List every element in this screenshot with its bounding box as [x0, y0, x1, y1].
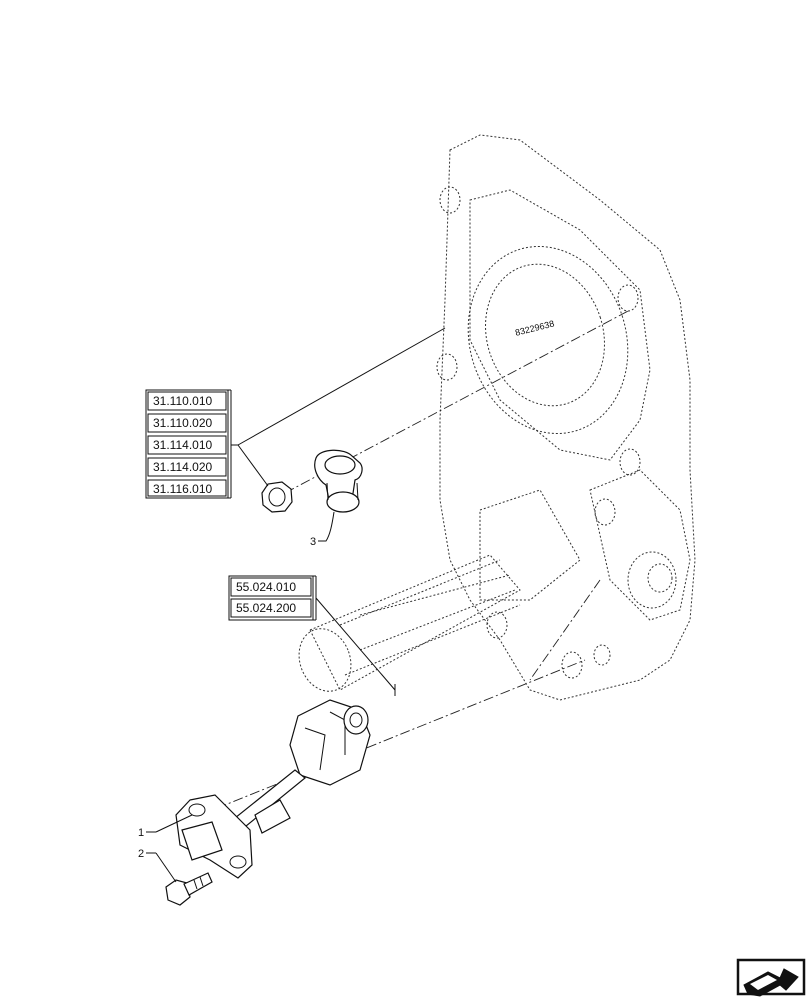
ref-label-31-110-020: 31.110.020 — [153, 416, 212, 430]
reference-group-b: 55.024.010 55.024.200 — [228, 575, 396, 696]
part-3-bracket-clip — [314, 449, 363, 513]
ref-label-31-114-020: 31.114.020 — [153, 460, 212, 474]
callout-number-2: 2 — [138, 848, 144, 860]
ref-label-31-114-010: 31.114.010 — [153, 438, 212, 452]
callout-item-1: 1 — [138, 814, 193, 839]
next-page-arrow-icon[interactable] — [736, 958, 806, 997]
ref-label-55-024-010: 55.024.010 — [236, 580, 296, 594]
ref-label-55-024-200: 55.024.200 — [236, 601, 296, 615]
nut-part — [261, 481, 293, 513]
assembly-centerlines — [199, 309, 631, 816]
part-1-speed-sensor — [175, 699, 371, 879]
part-2-bolt — [165, 872, 213, 906]
pto-shaft-ghost — [298, 489, 581, 692]
callout-item-2: 2 — [138, 848, 177, 883]
housing-marking: 83229638 — [514, 318, 555, 337]
callout-item-3: 3 — [310, 511, 335, 548]
ref-label-31-116-010: 31.116.010 — [153, 482, 212, 496]
gearbox-housing-ghost: 83229638 — [436, 134, 696, 701]
callout-number-3: 3 — [310, 536, 316, 548]
reference-group-a: 31.110.010 31.110.020 31.114.010 31.114.… — [145, 327, 446, 499]
callout-number-1: 1 — [138, 827, 144, 839]
ref-label-31-110-010: 31.110.010 — [153, 394, 212, 408]
